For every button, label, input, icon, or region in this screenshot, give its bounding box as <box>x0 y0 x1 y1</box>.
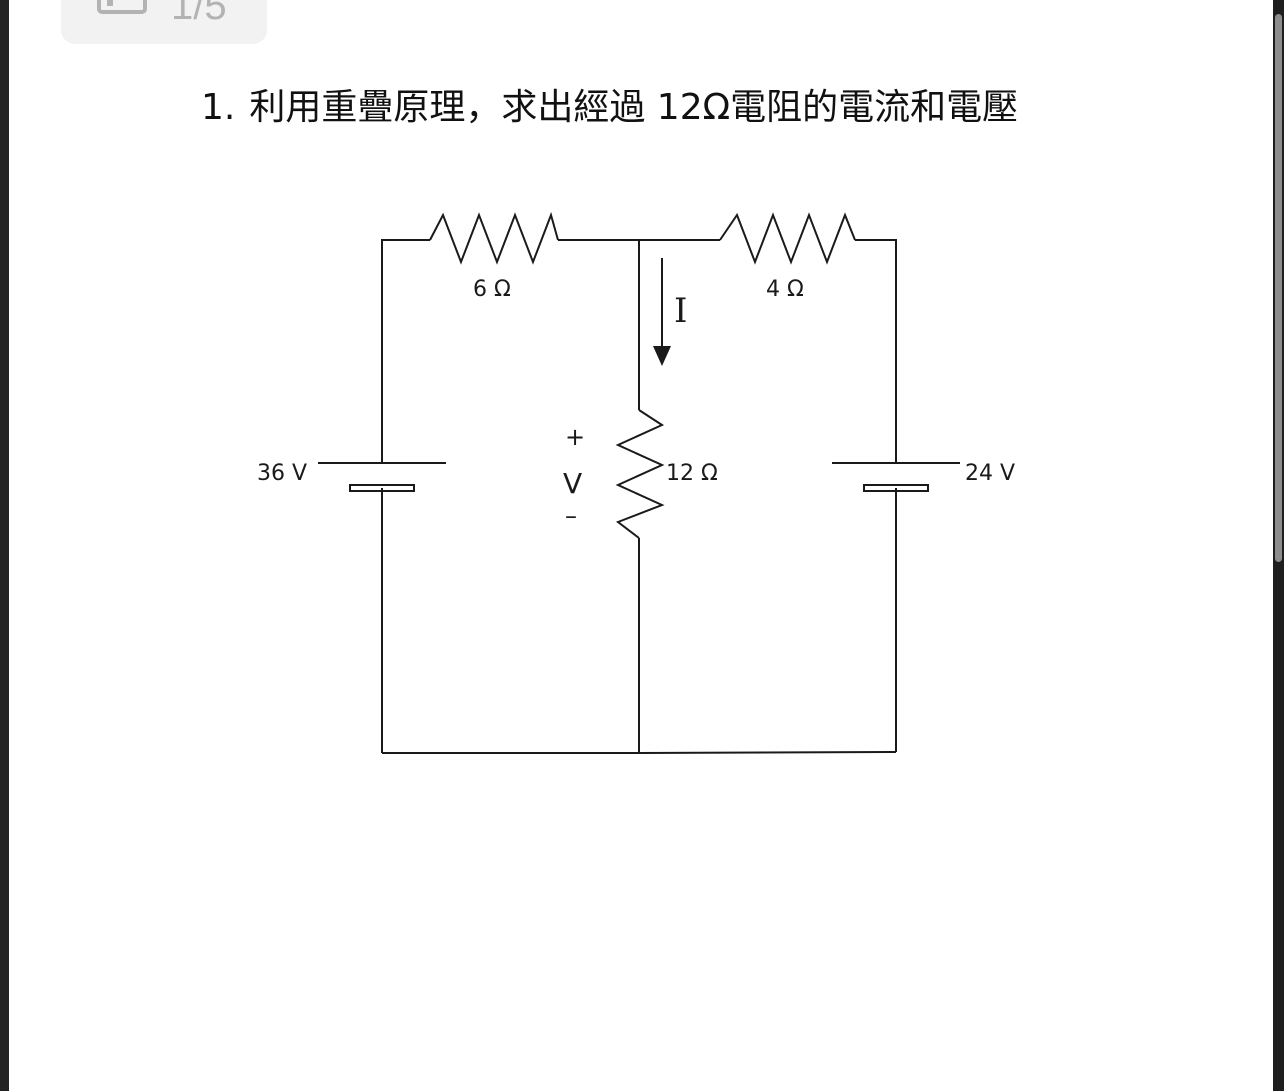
label-current-i: I <box>674 291 687 331</box>
page-counter: 1/5 <box>171 0 227 28</box>
page-indicator[interactable]: 1/5 <box>61 0 267 44</box>
label-voltage-minus: – <box>565 502 577 530</box>
scrollbar-thumb[interactable] <box>1275 14 1282 562</box>
circuit-diagram: 6 Ω 4 Ω I + V – 12 Ω 36 V 24 V <box>257 211 1015 754</box>
battery-36v-short-plate <box>349 484 415 492</box>
label-36v: 36 V <box>257 461 307 486</box>
question-number: 1. <box>201 87 236 128</box>
document-viewer[interactable]: 1/5 1. 利用重疊原理，求出經過 12Ω電阻的電流和電壓 <box>9 0 1273 1091</box>
right-wire <box>855 239 897 463</box>
left-wire <box>381 239 430 463</box>
label-24v: 24 V <box>965 461 1015 486</box>
label-voltage-plus: + <box>565 423 585 451</box>
label-voltage-v: V <box>563 467 582 500</box>
label-12-ohm: 12 Ω <box>666 461 718 486</box>
current-arrow-head <box>653 346 671 366</box>
resistor-6-ohm <box>429 211 559 265</box>
label-6-ohm: 6 Ω <box>473 277 511 302</box>
question-text: 利用重疊原理，求出經過 12Ω電阻的電流和電壓 <box>249 87 1019 128</box>
label-4-ohm: 4 Ω <box>766 277 804 302</box>
page-thumbnail-icon <box>97 0 147 14</box>
resistor-4-ohm <box>719 212 856 265</box>
scrollbar-track[interactable] <box>1273 0 1284 1091</box>
battery-24v-short-plate <box>863 484 929 492</box>
question-1: 1. 利用重疊原理，求出經過 12Ω電阻的電流和電壓 <box>201 84 1018 132</box>
resistor-12-ohm <box>615 409 665 539</box>
